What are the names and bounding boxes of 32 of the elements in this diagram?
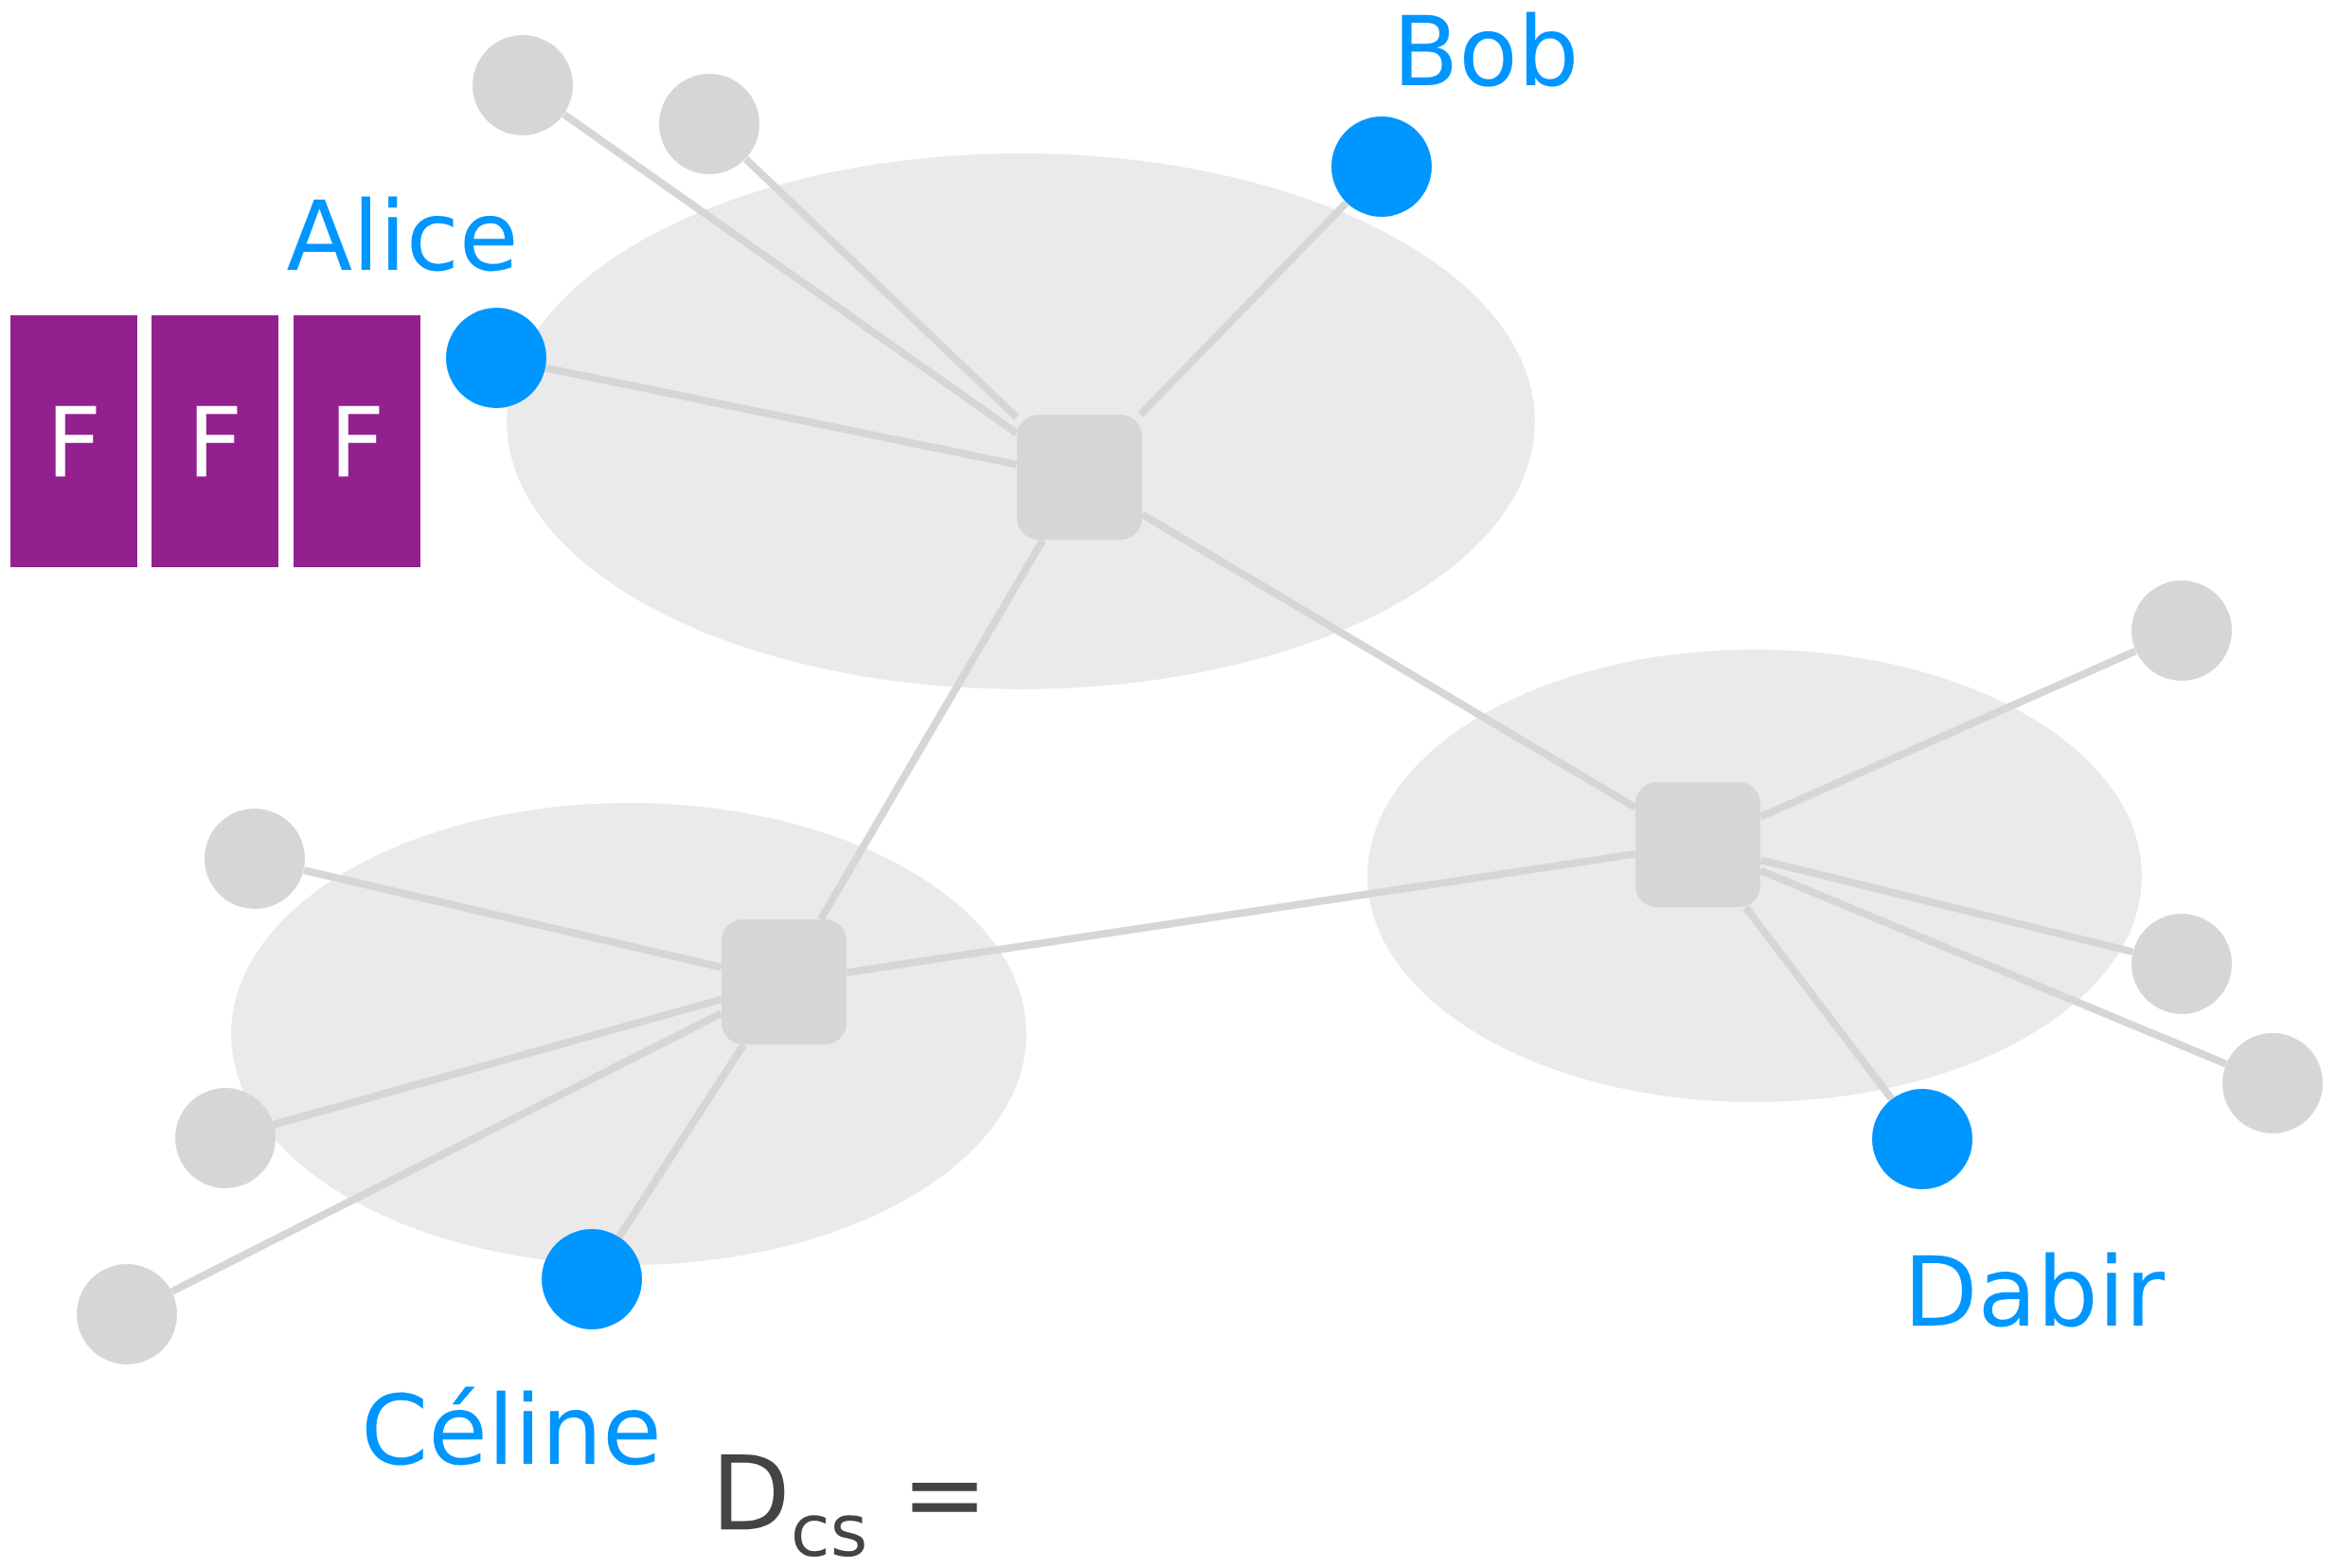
link-line [615,1042,747,1239]
formula-text: D$_{cs}$ = [721,1453,977,1558]
link-line [1140,510,1637,811]
person-name: Alice [287,196,514,272]
link-line [1137,200,1349,418]
frame-box: F [152,315,278,567]
link-line [1758,647,2137,821]
cluster-ellipse [231,803,1026,1265]
node-circle [77,1264,177,1364]
link-line [1758,866,2228,1068]
frame-box: F [10,315,137,567]
node-circle [473,35,573,135]
node-circle [2132,914,2232,1014]
link-line [562,111,1019,437]
cluster-ellipse [1367,650,2142,1102]
frame-box: F [294,315,420,567]
person-name: Bob [1401,11,1574,87]
person-name: Céline [366,1386,657,1466]
node-circle [659,74,759,174]
node-circle [2222,1033,2323,1133]
person-name: Dabir [1913,1252,2165,1327]
link-line [303,866,723,971]
link-line [169,1009,723,1295]
link-line [1759,856,2134,956]
link-line [1742,904,1895,1101]
node-circle [175,1088,276,1188]
link-line [817,538,1046,921]
node-circle [2132,580,2232,681]
link-line [544,364,1018,469]
node-circle [205,809,305,909]
link-line [846,850,1636,976]
link-line [742,155,1020,420]
